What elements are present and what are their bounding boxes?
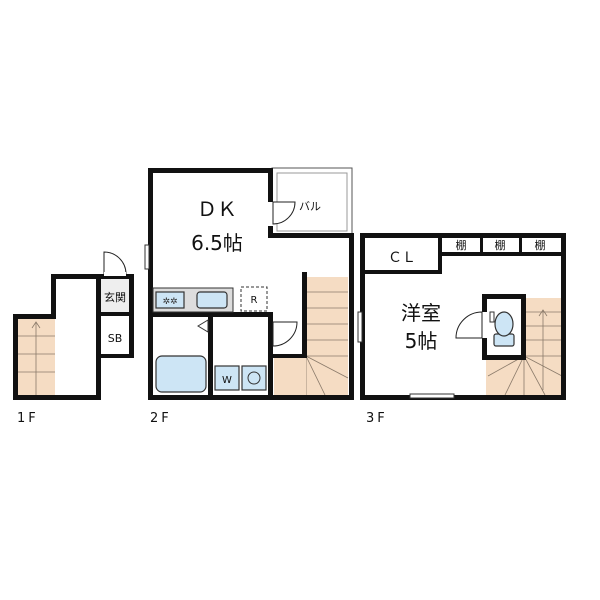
stair-2f	[306, 277, 348, 395]
entrance-door	[103, 251, 127, 275]
washer-label: W	[222, 375, 232, 386]
genkan-label: 玄関	[104, 290, 126, 304]
shelf-label-2: 棚	[495, 238, 506, 252]
window-3f-left	[357, 311, 363, 343]
stove-icon	[155, 291, 185, 309]
bathroom-door	[272, 321, 298, 347]
floor-3: 棚 棚 棚 ＣＬ 洋室 5帖 3F	[357, 233, 566, 426]
bathtub-icon	[155, 355, 207, 393]
sb-label: SB	[108, 332, 123, 345]
toilet-door	[455, 311, 483, 339]
stair-3f-lines	[487, 309, 563, 396]
dk-size: 6.5帖	[191, 231, 243, 255]
stair-2f-landing	[274, 356, 306, 395]
closet-label: ＣＬ	[388, 250, 416, 266]
floor-label-3f: 3F	[366, 411, 388, 426]
western-room-label: 洋室	[401, 301, 441, 325]
shelf-label-3: 棚	[535, 238, 546, 252]
walls-2f	[148, 168, 354, 400]
floor-1: 玄関 SB 1F	[13, 251, 134, 426]
refrigerator-label: R	[251, 295, 258, 306]
window-3f-bottom	[409, 393, 455, 399]
balcony	[271, 167, 353, 235]
balcony-label: バル	[299, 200, 321, 213]
window-2f-left	[144, 244, 150, 270]
svg-text:✲✲: ✲✲	[162, 297, 177, 307]
washbasin-icon	[241, 365, 267, 391]
stair-1f-lines	[17, 321, 55, 396]
refrigerator-space	[240, 286, 268, 312]
shelf-label-1: 棚	[456, 238, 467, 252]
floor-2: バル ✲✲ R W	[144, 167, 354, 426]
western-room-size: 5帖	[405, 329, 438, 353]
floor-label-2f: 2F	[150, 411, 172, 426]
stair-3f-landing	[486, 356, 524, 395]
walls-1f	[13, 274, 134, 400]
toilet-icon	[494, 311, 514, 337]
washer-space	[214, 365, 240, 391]
balcony-door	[272, 201, 296, 225]
dk-label: ＤＫ	[197, 197, 237, 221]
sink-icon	[196, 291, 228, 309]
floor-label-1f: 1F	[17, 411, 39, 426]
genkan-floor	[101, 279, 129, 312]
